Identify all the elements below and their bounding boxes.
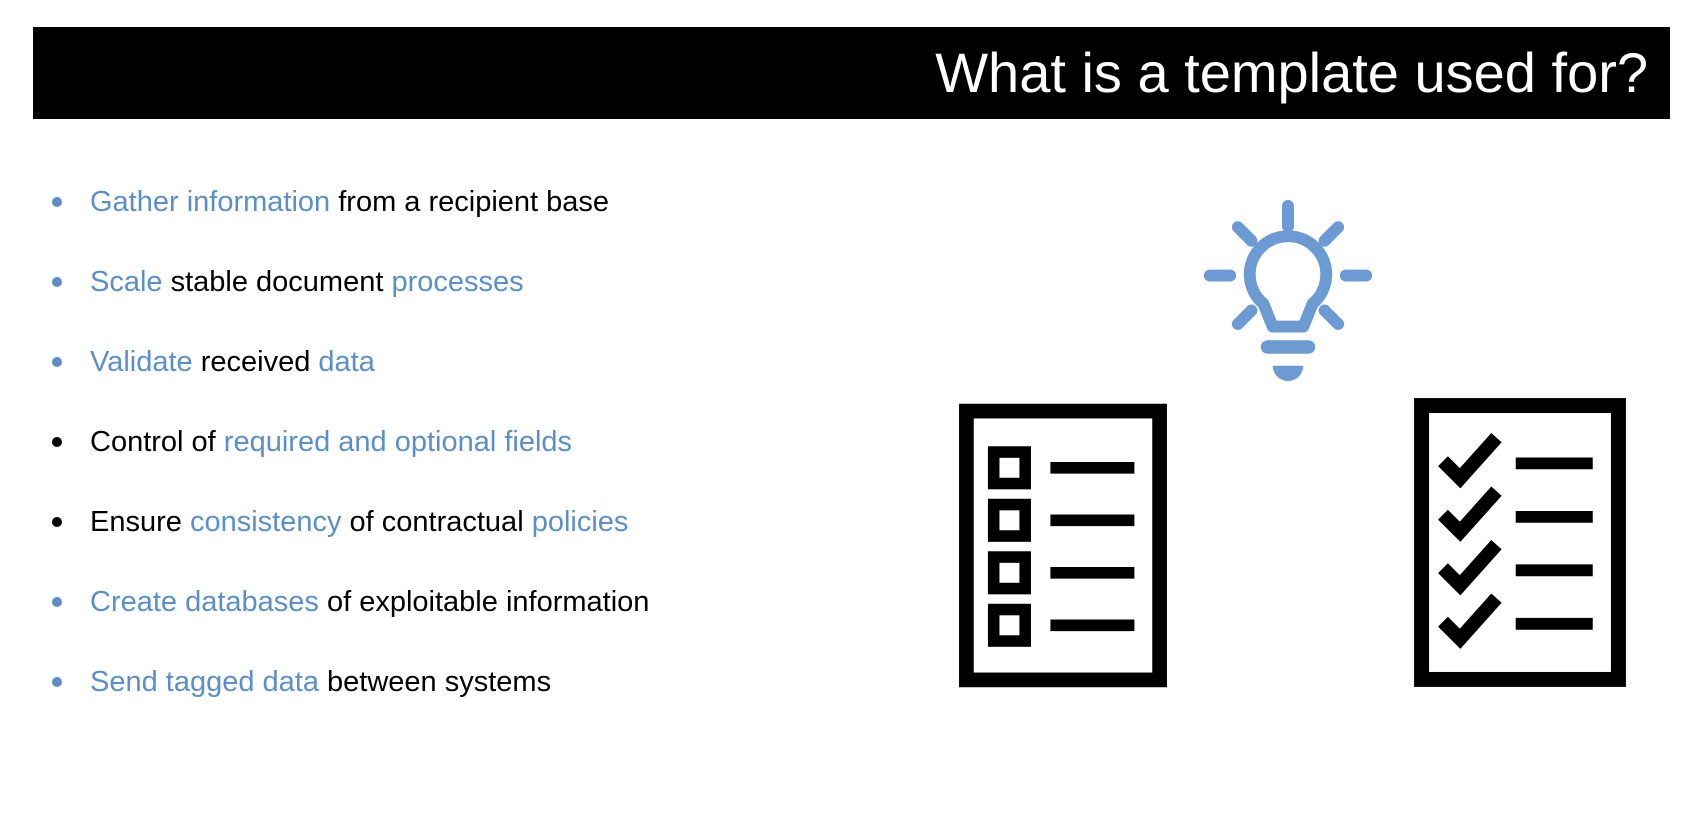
list-item: Gather information from a recipient base (50, 186, 870, 219)
bullet-text: Validate received data (90, 346, 375, 379)
text-segment: Control of (90, 426, 224, 458)
text-segment: data (318, 346, 375, 378)
bullet-text: Gather information from a recipient base (90, 186, 609, 219)
bullet-marker (52, 357, 62, 367)
text-segment: Validate (90, 346, 201, 378)
bullet-text: Scale stable document processes (90, 266, 524, 299)
checklist-checkmarks-icon (1413, 397, 1627, 688)
list-item: Ensure consistency of contractual polici… (50, 506, 870, 539)
text-segment: Gather information (90, 186, 339, 218)
text-segment: between systems (327, 666, 552, 698)
text-segment: Ensure (90, 506, 190, 538)
list-item: Scale stable document processes (50, 266, 870, 299)
list-item: Control of required and optional fields (50, 426, 870, 459)
bullet-marker (52, 277, 62, 287)
text-segment: stable document (170, 266, 392, 298)
text-segment: of contractual (349, 506, 532, 538)
bullet-marker (52, 677, 62, 687)
bullet-text: Control of required and optional fields (90, 426, 572, 459)
text-segment: from a recipient base (338, 186, 610, 218)
list-item: Create databases of exploitable informat… (50, 586, 870, 619)
lightbulb-icon (1203, 200, 1373, 392)
list-item: Validate received data (50, 346, 870, 379)
text-segment: of exploitable information (326, 586, 650, 618)
bullet-text: Send tagged data between systems (90, 666, 551, 699)
text-segment: required and optional fields (223, 426, 573, 458)
bullet-marker (52, 517, 62, 527)
bullet-marker (52, 597, 62, 607)
text-segment: Send tagged data (90, 666, 328, 698)
text-segment: consistency (189, 506, 350, 538)
bullet-text: Create databases of exploitable informat… (90, 586, 649, 619)
text-segment: policies (531, 506, 629, 538)
list-item: Send tagged data between systems (50, 666, 870, 699)
bullet-text: Ensure consistency of contractual polici… (90, 506, 628, 539)
bullet-marker (52, 197, 62, 207)
bullet-list: Gather information from a recipient base… (50, 186, 870, 746)
page-title: What is a template used for? (935, 41, 1648, 104)
bullet-marker (52, 437, 62, 447)
text-segment: processes (391, 266, 524, 298)
text-segment: Scale (90, 266, 171, 298)
title-bar: What is a template used for? (33, 27, 1670, 119)
text-segment: received (200, 346, 319, 378)
text-segment: Create databases (90, 586, 327, 618)
checklist-squares-icon (958, 402, 1168, 689)
